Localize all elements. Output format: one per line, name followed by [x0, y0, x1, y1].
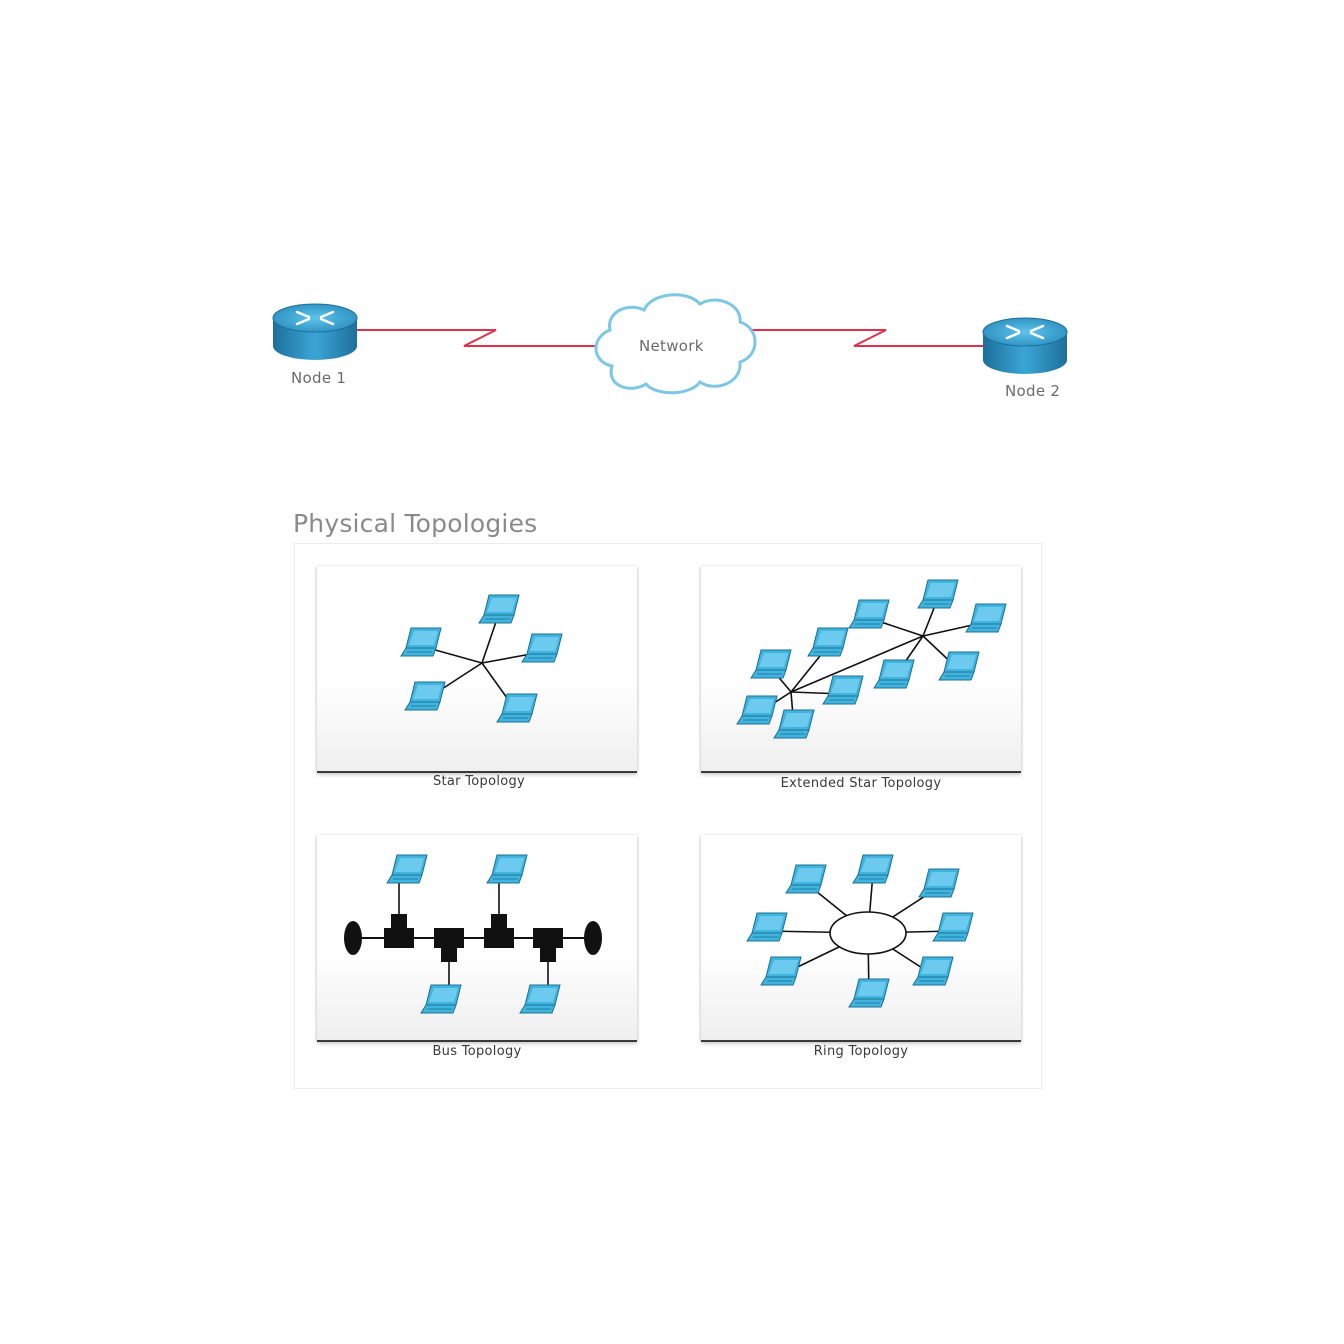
- laptop-icon: [746, 912, 788, 942]
- laptop-icon: [912, 956, 954, 986]
- cloud-label: Network: [639, 337, 704, 355]
- ring-topology-panel: [701, 835, 1021, 1042]
- node2-label: Node 2: [1005, 382, 1061, 400]
- star-topology-panel: [317, 566, 637, 773]
- laptop-icon: [917, 579, 959, 609]
- laptop-icon: [773, 709, 815, 739]
- bus-topology-panel: [317, 835, 637, 1042]
- laptop-icon: [478, 594, 520, 624]
- node1-label: Node 1: [291, 369, 347, 387]
- wan-diagram: [272, 293, 1068, 395]
- laptop-icon: [932, 912, 974, 942]
- bus-tap-connector: [384, 914, 414, 948]
- ring-loop: [829, 911, 907, 955]
- laptop-icon: [848, 599, 890, 629]
- laptop-icon: [938, 651, 980, 681]
- star-topology-diagram: [400, 594, 563, 723]
- bus-tap-connector: [434, 928, 464, 962]
- laptop-icon: [404, 681, 446, 711]
- laptop-icon: [852, 854, 894, 884]
- extended-star-topology-panel: [701, 566, 1021, 773]
- laptop-icon: [736, 695, 778, 725]
- laptop-icon: [486, 854, 528, 884]
- bus-topology-diagram: [344, 854, 602, 1014]
- laptop-icon: [822, 675, 864, 705]
- serial-link-left: [356, 329, 598, 347]
- ring-topology-diagram: [746, 854, 974, 1008]
- laptop-icon: [400, 627, 442, 657]
- laptop-icon: [965, 603, 1007, 633]
- laptop-icon: [807, 627, 849, 657]
- laptop-icon: [760, 956, 802, 986]
- laptop-icon: [496, 693, 538, 723]
- topology-frame: [294, 543, 1042, 1089]
- laptop-icon: [848, 978, 890, 1008]
- extended-star-topology-diagram: [736, 579, 1007, 739]
- laptop-icon: [918, 868, 960, 898]
- star-topology-caption: Star Topology: [432, 774, 526, 789]
- laptop-icon: [386, 854, 428, 884]
- bus-tap-connector: [484, 914, 514, 948]
- laptop-icon: [750, 649, 792, 679]
- laptop-icon: [785, 864, 827, 894]
- link-line: [790, 635, 924, 693]
- laptop-icon: [873, 659, 915, 689]
- serial-link-right: [748, 329, 986, 347]
- bus-terminator-icon: [344, 921, 362, 955]
- router-icon-node1[interactable]: [272, 303, 358, 360]
- laptop-icon: [521, 633, 563, 663]
- section-title: Physical Topologies: [293, 509, 538, 538]
- laptop-icon: [420, 984, 462, 1014]
- cloud-icon: [594, 293, 757, 395]
- bus-topology-caption: Bus Topology: [432, 1044, 522, 1059]
- laptop-icon: [519, 984, 561, 1014]
- ring-topology-caption: Ring Topology: [813, 1044, 909, 1059]
- extended-star-topology-caption: Extended Star Topology: [780, 776, 942, 791]
- bus-tap-connector: [533, 928, 563, 962]
- bus-terminator-icon: [584, 921, 602, 955]
- router-icon-node2[interactable]: [982, 317, 1068, 374]
